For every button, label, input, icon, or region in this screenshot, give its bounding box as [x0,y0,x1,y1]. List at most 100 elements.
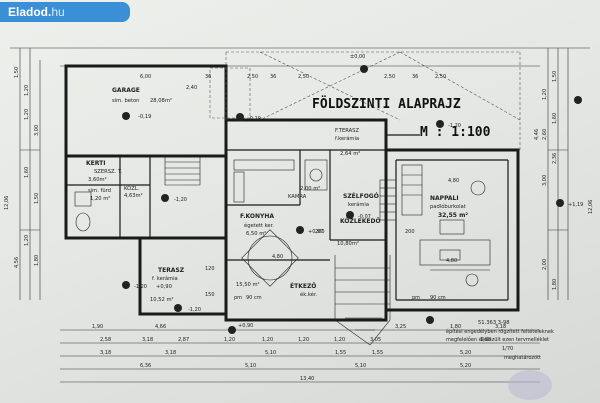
room-wc-area: 1,20 m² [90,196,110,202]
stamp-line4: 1/70 [502,346,513,352]
plan-title: FÖLDSZINTI ALAPRAJZ [312,96,461,112]
dim-label: 6,36 [140,363,151,369]
level-label: +0,90 [238,323,253,329]
level-label: +1,19 [568,202,583,208]
dim-label: 3,18 [165,350,176,356]
dim-label: 3,25 [395,324,406,330]
dim-label: 1,20 [24,85,30,96]
level-label: -0,07 [358,214,371,220]
dim-label: 2,58 [100,337,111,343]
dim-label: 5,10 [265,350,276,356]
room-szelfogo-name: SZÉLFOGÓ [343,192,379,200]
dim-label: 1,20 [224,337,235,343]
dim-label: 5,10 [245,363,256,369]
room-kamra-area: 2,00 m² [300,186,320,192]
room-kozl-name: KÖZL. [124,185,140,192]
room-kamra-name: KAMRA [288,194,307,200]
stairs [164,156,397,346]
watermark-separator: . [48,5,52,19]
dim-label: 4,66 [155,324,166,330]
dim-label: 5,20 [460,350,471,356]
room-terasz-level: +0,90 [156,284,172,290]
plan-scale: M : 1:100 [420,125,491,140]
room-garage-level: -0,19 [138,114,151,120]
site-watermark-badge: Eladod.hu [0,2,130,22]
dim-label: 5,20 [460,363,471,369]
room-etkezo-floor: ék.kér. [300,291,318,298]
dim-label: 1,55 [335,350,346,356]
room-fterasz-floor: f.kerámia [335,135,359,142]
room-konyha-floor: égetett ker. [244,222,274,229]
dim-label: 120 [205,266,215,272]
room-garage-name: GARAGE [112,87,140,94]
room-nappali-area: 32,55 m² [438,212,468,219]
dim-label: 1,80 [552,279,558,290]
dimension-lines [10,47,590,383]
stamp-line3: megfelelően elkészült ezen tervmelléklet [446,336,549,343]
dim-label: 1,50 [34,193,40,204]
dim-label: 1,80 [34,255,40,266]
dim-label: 90 cm [430,295,446,301]
room-kozl-area: 4,63m² [124,193,143,199]
room-garage-area: 28,08m² [150,98,172,104]
dim-label: 1,60 [552,113,558,124]
room-konyha-name: F.KONYHA [240,213,274,220]
dim-label: 4,56 [14,257,20,268]
room-kozlekedo-area: 10,80m² [337,241,359,247]
dim-label: 2,50 [247,74,258,80]
room-terasz-name: TERASZ [158,267,185,274]
dim-label: 1,20 [24,235,30,246]
room-garage-floor: sim. beton [112,98,139,104]
dim-label: 1,20 [24,109,30,120]
dim-label: 36 [412,74,418,80]
dim-label: 36 [205,74,211,80]
dim-label: 2,50 [435,74,446,80]
dim-label: 2,36 [552,153,558,164]
dim-label: pm [234,295,242,301]
level-label: -1,20 [134,284,147,290]
dim-label: 1,20 [542,89,548,100]
level-label: -1,20 [174,197,187,203]
level-label: ±0,00 [350,54,365,60]
dim-label: 4,80 [272,254,283,260]
level-label: -1,20 [188,307,201,313]
roof-outline [209,51,521,150]
dim-label: 1,50 [552,71,558,82]
room-etkezo-name: ÉTKEZŐ [290,282,316,290]
room-kerti-sub: SZERSZ. T. [94,169,122,175]
watermark-brand: Eladod [8,5,49,19]
dim-label: 6,00 [140,74,151,80]
dim-label: 2,50 [384,74,395,80]
room-fterasz-name: F.TERASZ [335,128,359,134]
dim-label: 12,06 [588,200,594,214]
approval-stamp: 51.363 3-98 építési engedélyben rögzítet… [446,320,554,400]
dim-label: 2,60 [542,129,548,140]
room-fterasz-area: 2,64 m² [340,151,360,157]
dim-label: 150 [205,292,215,298]
watermark-tld: hu [51,5,65,19]
interior-walls [66,119,509,301]
room-terasz-floor: f. kerámia [152,275,178,282]
right-dimensions: 1,50 1,20 1,60 2,60 4,46 3,00 2,00 12,06… [534,71,594,290]
level-label: -1,20 [448,123,461,129]
room-kozlekedo-name: KÖZLEKEDŐ [340,218,381,225]
dim-label: 3,18 [100,350,111,356]
dim-label: 2,40 [186,85,197,91]
room-nappali-name: NAPPALI [430,195,459,202]
dim-label: pm [412,295,420,301]
dim-label: 1,88 [480,337,491,343]
dim-total: 13,40 [300,376,314,382]
dim-label: 3,05 [370,337,381,343]
dim-label: 3,00 [542,175,548,186]
dim-label: 3,18 [142,337,153,343]
dim-label: 200 [315,229,325,235]
dim-label: 2,87 [178,337,189,343]
dim-label: 1,60 [24,167,30,178]
dim-label: 1,20 [262,337,273,343]
dim-label: 36 [270,74,276,80]
dim-label: 12,06 [4,196,10,210]
dim-label: 2,00 [542,259,548,270]
level-label: +0,97 [308,229,323,235]
